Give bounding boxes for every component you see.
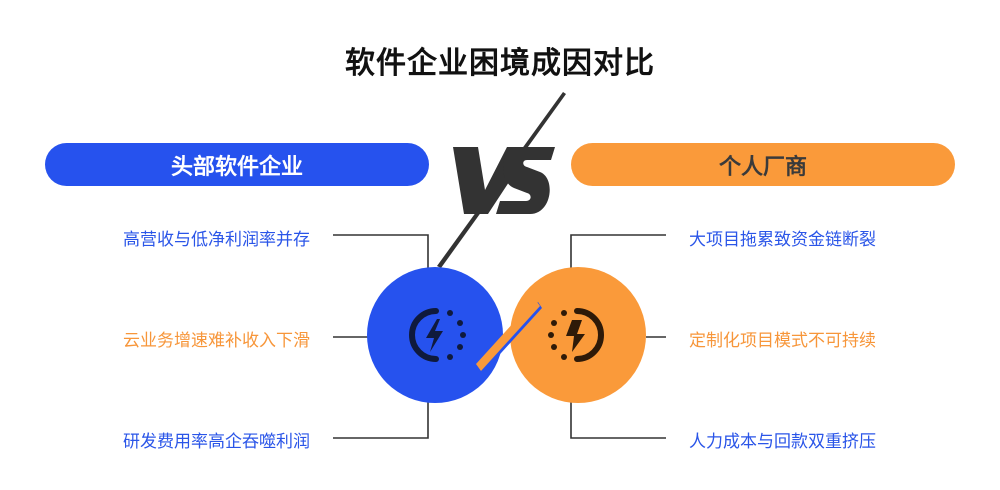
left-connector-lines [333, 234, 429, 439]
link-bar-icon [476, 299, 542, 374]
right-connector-lines [570, 234, 666, 439]
left-item-3: 研发费用率高企吞噬利润 [123, 432, 310, 452]
left-header-label: 头部软件企业 [170, 154, 303, 180]
right-item-1: 大项目拖累致资金链断裂 [689, 230, 876, 250]
right-item-3: 人力成本与回款双重挤压 [689, 432, 876, 452]
right-power-bolt-icon [548, 308, 604, 362]
vs-letters-icon [453, 147, 555, 214]
diagram-title: 软件企业困境成因对比 [345, 46, 655, 81]
left-item-2: 云业务增速难补收入下滑 [123, 331, 310, 351]
right-header-pill: 个人厂商 [571, 143, 955, 186]
left-power-bolt-icon [409, 308, 466, 362]
left-header-pill: 头部软件企业 [45, 143, 429, 186]
right-item-2: 定制化项目模式不可持续 [689, 331, 876, 351]
right-header-label: 个人厂商 [718, 154, 807, 180]
left-item-1: 高营收与低净利润率并存 [123, 230, 310, 250]
